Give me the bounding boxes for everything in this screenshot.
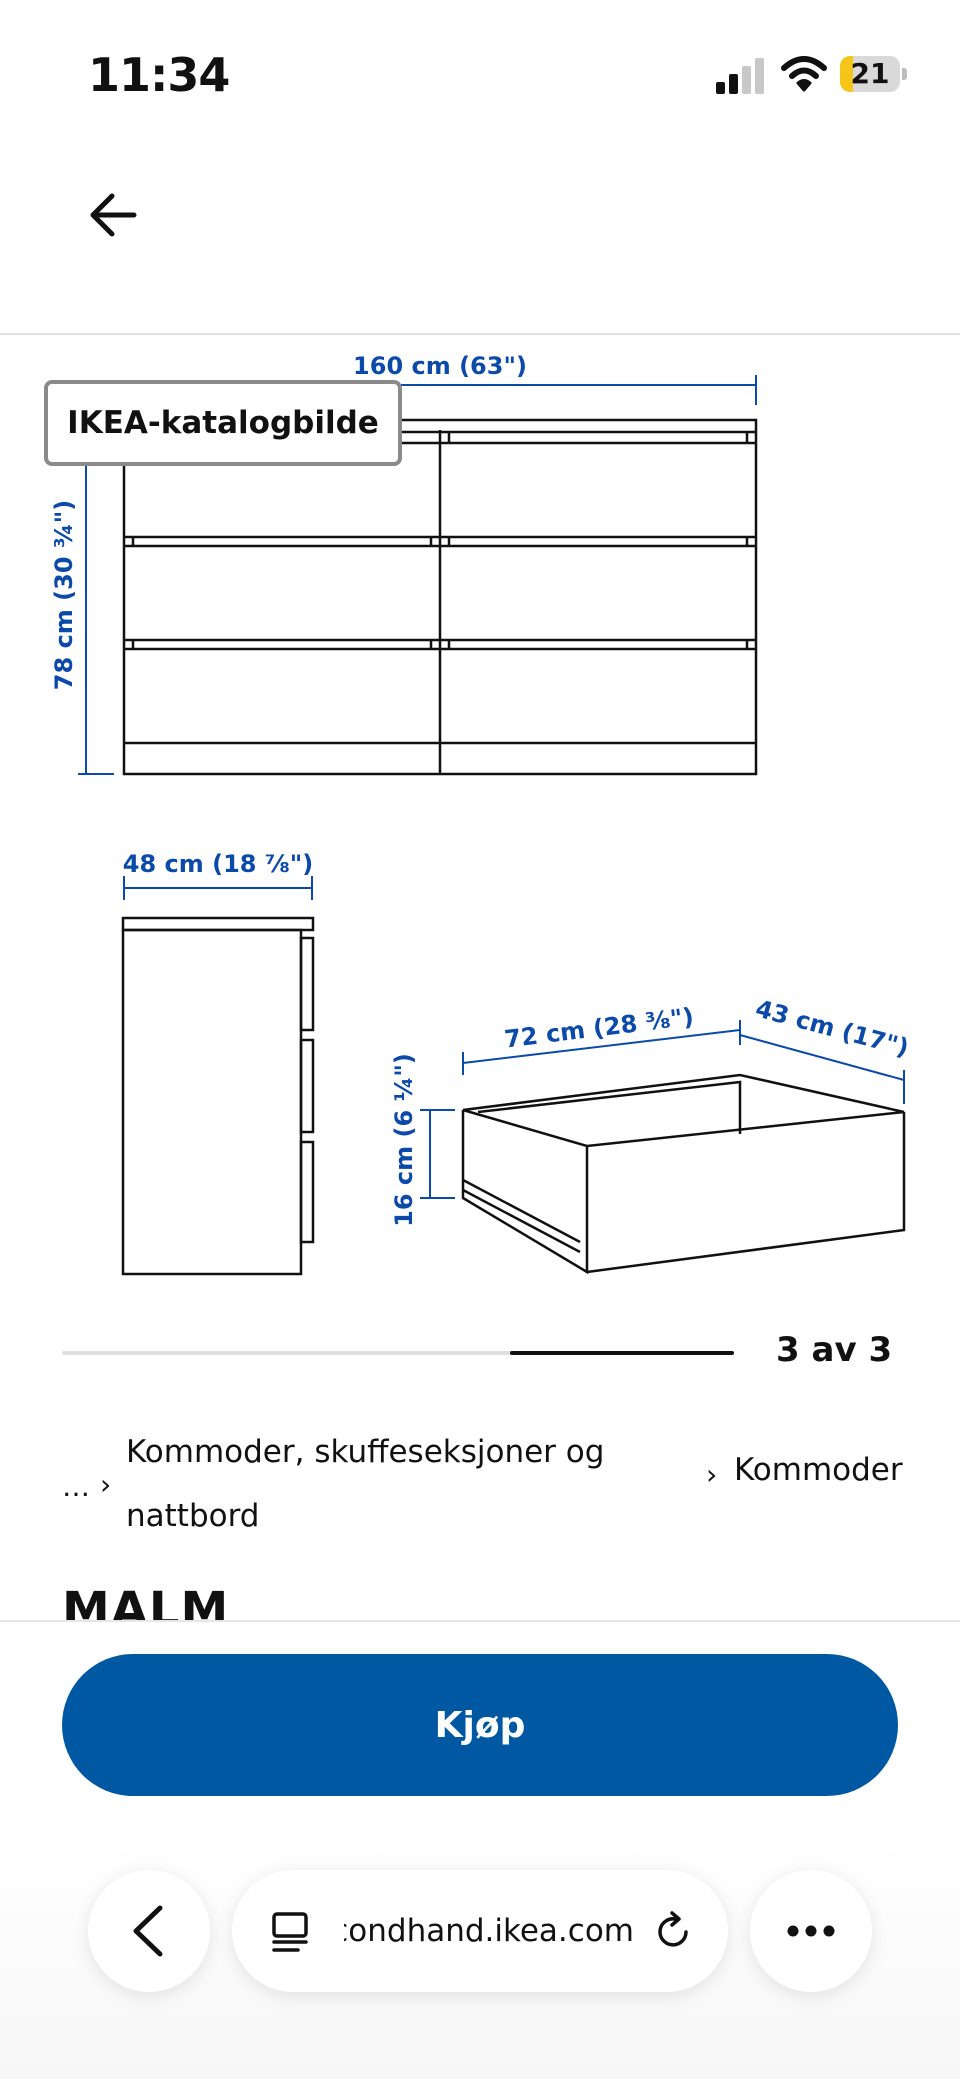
gallery-progress-track[interactable] <box>62 1351 734 1355</box>
status-bar: 11:34 21 <box>0 0 960 150</box>
gallery-progress-fill <box>510 1351 734 1355</box>
arrow-left-icon <box>90 193 137 237</box>
address-bar[interactable]: secondhand.ikea.com <box>232 1870 728 1992</box>
back-button[interactable] <box>80 180 150 250</box>
wifi-icon <box>781 56 827 92</box>
catalog-badge: IKEA-katalogbilde <box>44 380 402 466</box>
reload-icon[interactable] <box>652 1910 696 1954</box>
status-time: 11:34 <box>88 48 230 102</box>
reader-icon <box>272 1912 308 1952</box>
dimension-drawer-height: 16 cm (6 ¼") <box>390 1053 418 1227</box>
slide-counter: 3 av 3 <box>776 1330 893 1370</box>
signal-icon <box>716 58 764 94</box>
chevron-left-icon <box>133 1905 163 1957</box>
more-icon <box>787 1925 835 1937</box>
dimension-depth: 48 cm (18 ⅞") <box>123 850 313 878</box>
dimension-width: 160 cm (63") <box>353 352 527 380</box>
battery-body: 21 <box>840 56 900 92</box>
breadcrumb-separator: › <box>706 1458 718 1491</box>
battery-tip <box>902 68 907 80</box>
battery-fill <box>840 56 853 92</box>
battery-indicator: 21 <box>840 56 908 92</box>
browser-more-button[interactable] <box>750 1870 872 1992</box>
dimension-height: 78 cm (30 ¾") <box>50 500 78 690</box>
breadcrumb-category[interactable]: Kommoder, skuffeseksjoner og nattbord <box>126 1434 605 1534</box>
dimension-drawer-depth: 43 cm (17") <box>753 994 912 1062</box>
browser-back-button[interactable] <box>88 1870 210 1992</box>
address-text: secondhand.ikea.com <box>344 1913 634 1949</box>
product-image[interactable]: 160 cm (63") 78 cm (30 ¾") 48 cm (18 ⅞")… <box>0 340 960 1300</box>
header-divider <box>0 333 960 335</box>
buy-button[interactable]: Kjøp <box>62 1654 898 1796</box>
breadcrumb-separator: › <box>100 1468 112 1501</box>
breadcrumb-subcategory[interactable]: Kommoder <box>734 1452 903 1488</box>
breadcrumb-ellipsis[interactable]: … <box>62 1470 90 1503</box>
breadcrumb: … › Kommoder, skuffeseksjoner og nattbor… <box>62 1420 912 1540</box>
battery-level: 21 <box>850 57 890 90</box>
